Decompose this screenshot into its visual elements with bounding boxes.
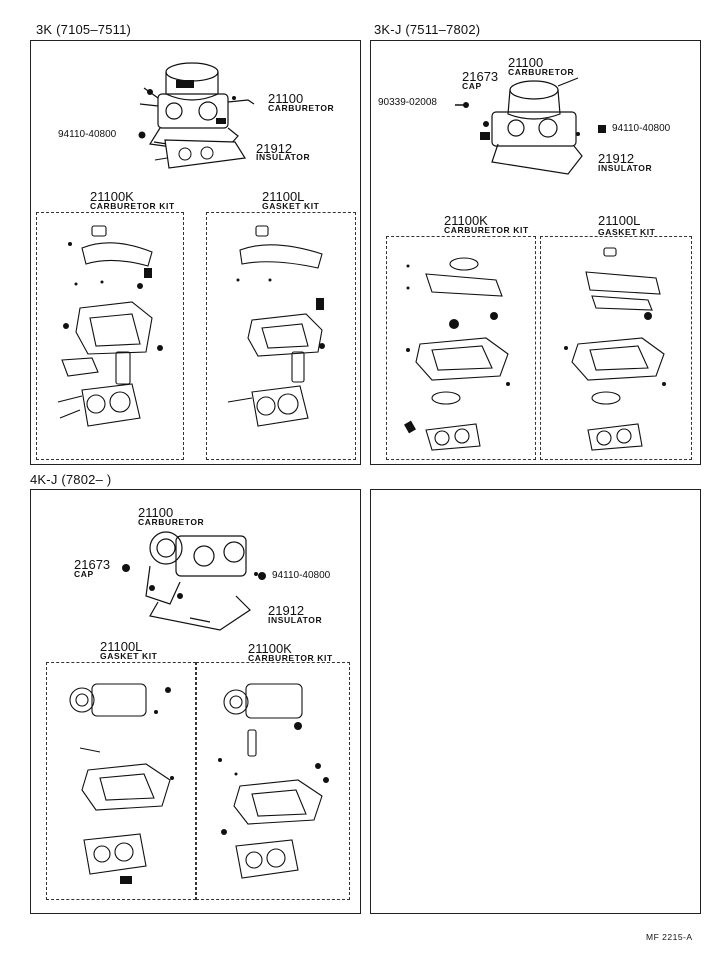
- kit-part-number: 21100L: [598, 213, 641, 228]
- gasket-kit-parts-illustration: [564, 244, 666, 454]
- screw-part-number: 94110-40800: [58, 129, 117, 140]
- kit-part-number: 21100L: [100, 639, 143, 654]
- panel-3k: [30, 40, 361, 465]
- insulator-label: INSULATOR: [268, 615, 323, 625]
- panel-empty: [370, 489, 701, 914]
- insulator-part-number: 21912: [256, 141, 293, 156]
- insulator-label: INSULATOR: [598, 163, 653, 173]
- gasket-kit-box: [206, 212, 356, 460]
- kit-label: CARBURETOR KIT: [90, 201, 175, 211]
- kit-label: GASKET KIT: [100, 651, 158, 661]
- carburetor-part-number: 21100: [508, 55, 544, 70]
- gasket-kit-box: [540, 236, 692, 460]
- kit-part-number: 21100K: [90, 189, 134, 204]
- insulator-part-number: 21912: [598, 151, 635, 166]
- section-title-4k-j: 4K-J (7802– ): [30, 472, 112, 487]
- carburetor-part-number: 21100: [138, 505, 174, 520]
- gasket-kit-parts-illustration: [60, 670, 174, 884]
- screw-icon: [138, 131, 146, 139]
- kit-parts-illustration: [218, 670, 329, 895]
- kit-part-number: 21100K: [248, 641, 292, 656]
- kit-parts-illustration: [404, 244, 510, 454]
- cap-icon: [122, 564, 130, 572]
- carburetor-kit-box: [386, 236, 536, 460]
- figure-code: MF 2215-A: [646, 932, 693, 942]
- insulator-illustration-3k: [155, 136, 250, 172]
- kit-parts-illustration: [52, 222, 163, 452]
- panel-4k-j: [30, 489, 361, 914]
- carburetor-part-number: 21100: [268, 91, 304, 106]
- panel-3k-j: [370, 40, 701, 465]
- bolt-icon: [454, 102, 469, 108]
- kit-label: GASKET KIT: [262, 201, 320, 211]
- cap-label: CAP: [462, 81, 482, 91]
- gasket-kit-parts-illustration: [222, 222, 325, 452]
- screw-icon: [258, 572, 266, 580]
- section-title-3k-j: 3K-J (7511–7802): [374, 22, 481, 37]
- carburetor-illustration-4k-j: [140, 526, 258, 634]
- bolt-part-number: 90339-02008: [378, 97, 437, 108]
- carburetor-label: CARBURETOR: [268, 103, 335, 113]
- carburetor-kit-box: [196, 662, 350, 900]
- carburetor-illustration-3k-j: [480, 72, 598, 182]
- kit-part-number: 21100L: [262, 189, 305, 204]
- section-title-3k: 3K (7105–7511): [36, 22, 132, 37]
- carburetor-label: CARBURETOR: [508, 67, 575, 77]
- insulator-label: INSULATOR: [256, 152, 311, 162]
- cap-part-number: 21673: [74, 557, 111, 572]
- kit-label: CARBURETOR KIT: [444, 225, 529, 235]
- carburetor-kit-box: [36, 212, 184, 460]
- cap-part-number: 21673: [462, 69, 499, 84]
- gasket-kit-box: [46, 662, 196, 900]
- carburetor-label: CARBURETOR: [138, 517, 205, 527]
- kit-label: GASKET KIT: [598, 227, 656, 237]
- kit-label: CARBURETOR KIT: [248, 653, 333, 663]
- screw-part-number: 94110-40800: [612, 123, 671, 134]
- screw-part-number: 94110-40800: [272, 570, 331, 581]
- cap-label: CAP: [74, 569, 94, 579]
- kit-part-number: 21100K: [444, 213, 488, 228]
- insulator-part-number: 21912: [268, 603, 305, 618]
- screw-icon: [598, 125, 606, 133]
